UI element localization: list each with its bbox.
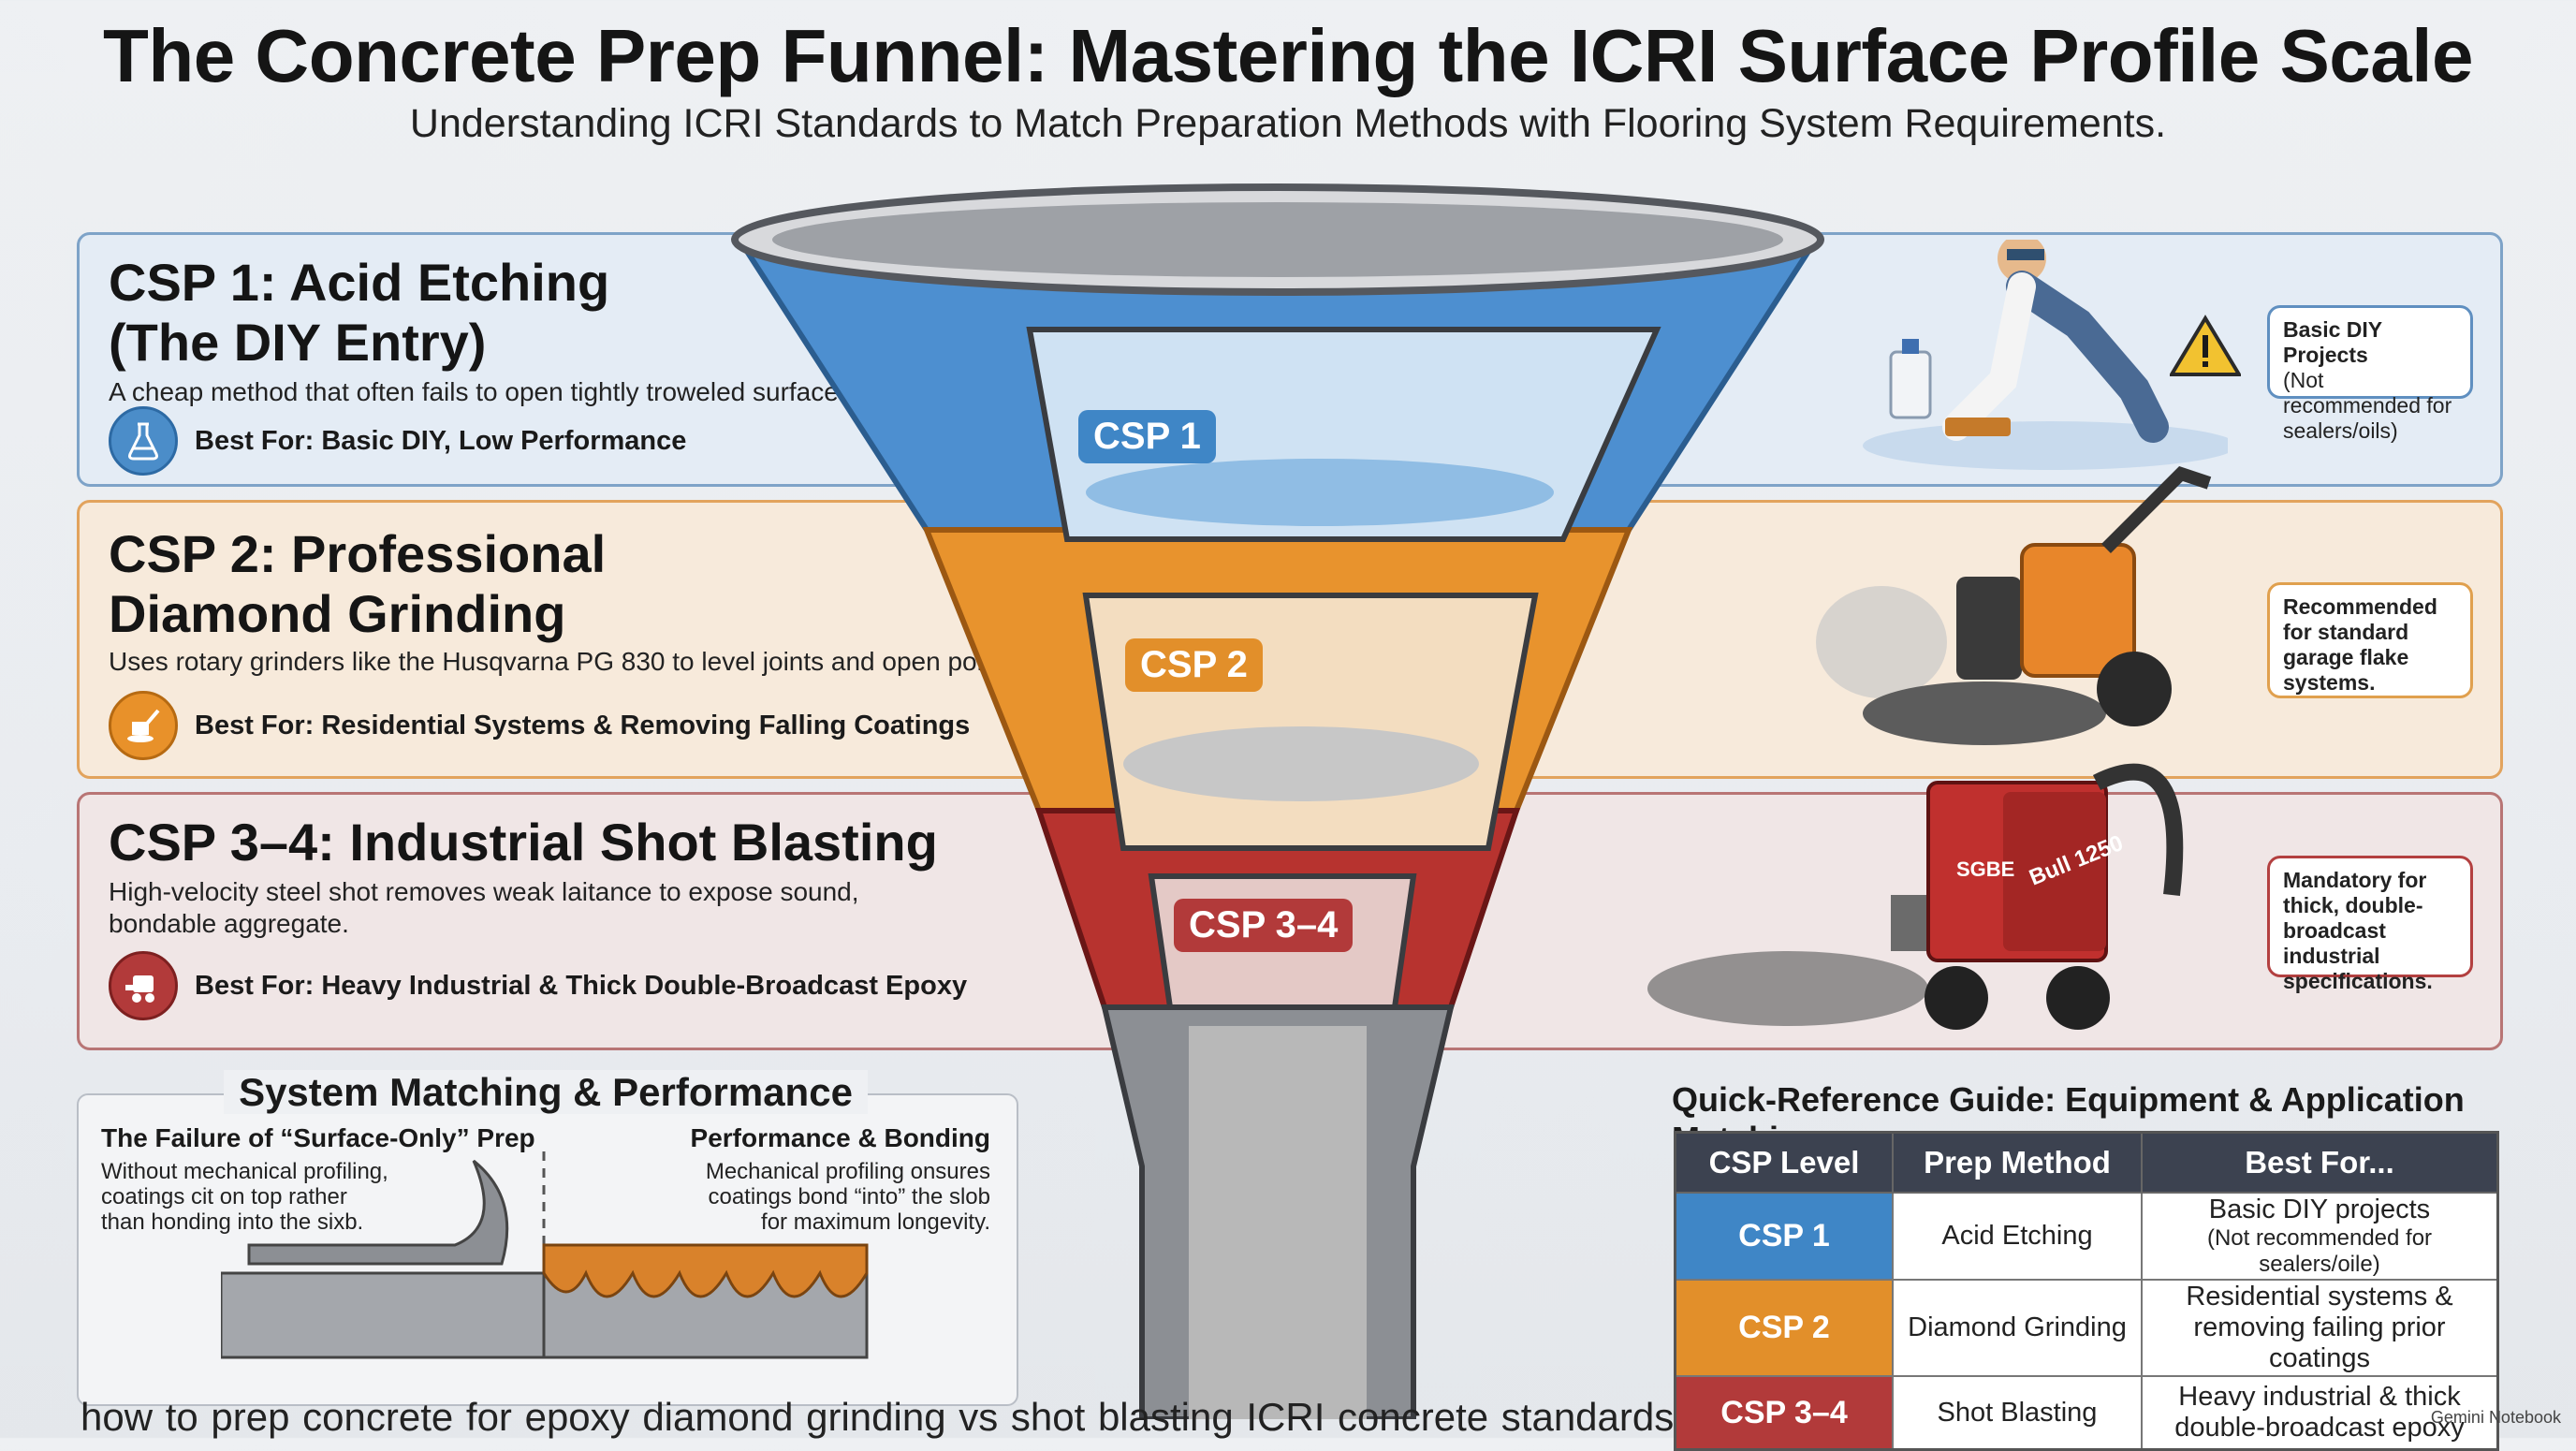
row-best-for-line2: (Not recommended for sealers/oile) xyxy=(2206,1225,2433,1277)
row-level: CSP 1 xyxy=(1674,1192,1894,1281)
funnel-label-csp3-4: CSP 3–4 xyxy=(1174,899,1354,952)
performance-line3: for maximum longevity. xyxy=(761,1209,990,1235)
page-title: The Concrete Prep Funnel: Mastering the … xyxy=(102,14,2474,97)
row-best-for-line1: Heavy industrial & thick xyxy=(2178,1382,2461,1412)
surface-only-line3: than honding into the sixb. xyxy=(101,1209,364,1235)
table-header-row: CSP Level Prep Method Best For... xyxy=(1674,1131,2499,1194)
bonding-comparison-illustration xyxy=(221,1151,869,1359)
csp1-callout-line2: (Not recommended for sealers/oils) xyxy=(2283,368,2452,443)
row-best-for: Basic DIY projects (Not recommended for … xyxy=(2141,1192,2499,1281)
row-method: Acid Etching xyxy=(1892,1192,2143,1281)
csp2-callout: Recommended for standard garage flake sy… xyxy=(2267,582,2473,698)
csp2-description: Uses rotary grinders like the Husqvarna … xyxy=(109,647,1021,676)
csp1-title-line1: CSP 1: Acid Etching xyxy=(109,253,610,312)
row-best-for-line2: removing failing prior coatings xyxy=(2193,1312,2446,1373)
csp3-4-description-line2: bondable aggregate. xyxy=(109,909,349,938)
system-matching-title: System Matching & Performance xyxy=(77,1070,1015,1115)
csp2-title: CSP 2: Professional Diamond Grinding xyxy=(109,524,606,644)
performance-heading: Performance & Bonding xyxy=(690,1123,990,1152)
warning-icon xyxy=(2170,315,2241,376)
shot-blaster-illustration: Bull 1250 SGBE xyxy=(1647,763,2184,1030)
surface-only-heading: The Failure of “Surface-Only” Prep xyxy=(101,1123,535,1152)
surface-only-line1: Without mechanical profiling, xyxy=(101,1159,388,1184)
surface-only-text: Without mechanical profiling, coatings c… xyxy=(101,1159,388,1235)
table-row: CSP 3–4 Shot Blasting Heavy industrial &… xyxy=(1674,1375,2499,1451)
row-method: Diamond Grinding xyxy=(1892,1279,2143,1377)
row-best-for-line1: Basic DIY projects xyxy=(2208,1195,2431,1224)
performance-line2: coatings bond “into” the slob xyxy=(708,1184,990,1209)
header-prep-method: Prep Method xyxy=(1892,1131,2143,1194)
funnel-label-csp1: CSP 1 xyxy=(1078,410,1216,463)
table-row: CSP 2 Diamond Grinding Residential syste… xyxy=(1674,1279,2499,1377)
csp3-4-description-line1: High-velocity steel shot removes weak la… xyxy=(109,877,859,906)
quick-reference-table: CSP Level Prep Method Best For... CSP 1 … xyxy=(1674,1131,2499,1451)
csp2-window xyxy=(1082,593,1539,851)
csp3-4-title: CSP 3–4: Industrial Shot Blasting xyxy=(109,813,938,872)
row-level: CSP 2 xyxy=(1674,1279,1894,1377)
spout-concrete-core xyxy=(1189,1026,1367,1419)
csp1-title: CSP 1: Acid Etching (The DIY Entry) xyxy=(109,253,609,373)
performance-line1: Mechanical profiling onsures xyxy=(705,1159,990,1184)
csp2-best-for-text: Best For: Residential Systems & Removing… xyxy=(195,710,971,740)
csp1-title-line2: (The DIY Entry) xyxy=(109,313,487,372)
grinder-icon xyxy=(109,691,178,760)
surface-only-line2: coatings cit on top rather xyxy=(101,1184,347,1209)
csp1-best-for: Best For: Basic DIY, Low Performance xyxy=(109,406,686,476)
system-matching-title-text: System Matching & Performance xyxy=(224,1070,868,1114)
diy-worker-illustration xyxy=(1863,240,2228,470)
csp1-callout-line1: Basic DIY Projects xyxy=(2283,317,2382,367)
table-row: CSP 1 Acid Etching Basic DIY projects (N… xyxy=(1674,1192,2499,1281)
csp3-4-best-for-text: Best For: Heavy Industrial & Thick Doubl… xyxy=(195,970,968,1001)
funnel-opening xyxy=(772,202,1783,277)
header-csp-level: CSP Level xyxy=(1674,1131,1894,1194)
page-subtitle: Understanding ICRI Standards to Match Pr… xyxy=(409,101,2167,146)
csp1-callout: Basic DIY Projects (Not recommended for … xyxy=(2267,305,2473,443)
csp3-4-description: High-velocity steel shot removes weak la… xyxy=(109,876,859,940)
brand-watermark: Gemini Notebook xyxy=(2430,1408,2561,1427)
machine-brand-label: SGBE xyxy=(1956,857,2014,881)
csp2-title-line2: Diamond Grinding xyxy=(109,584,566,643)
header-best-for: Best For... xyxy=(2141,1131,2499,1194)
csp1-description: A cheap method that often fails to open … xyxy=(109,377,852,406)
row-best-for: Residential systems & removing failing p… xyxy=(2141,1279,2499,1377)
funnel-label-csp2: CSP 2 xyxy=(1125,638,1263,692)
shot-blaster-icon xyxy=(109,951,178,1020)
csp1-best-for-text: Best For: Basic DIY, Low Performance xyxy=(195,425,687,456)
seo-keywords: how to prep concrete for epoxy diamond g… xyxy=(80,1395,1675,1439)
row-level: CSP 3–4 xyxy=(1674,1375,1894,1451)
csp3-4-callout: Mandatory for thick, double-broadcast in… xyxy=(2267,856,2473,993)
csp3-4-best-for: Best For: Heavy Industrial & Thick Doubl… xyxy=(109,951,967,1020)
csp2-title-line1: CSP 2: Professional xyxy=(109,524,607,583)
diamond-grinder-illustration xyxy=(1816,465,2212,745)
flask-icon xyxy=(109,406,178,476)
csp2-best-for: Best For: Residential Systems & Removing… xyxy=(109,691,970,760)
performance-text: Mechanical profiling onsures coatings bo… xyxy=(706,1159,990,1235)
row-best-for-line1: Residential systems & xyxy=(2186,1282,2453,1312)
row-method: Shot Blasting xyxy=(1892,1375,2143,1451)
